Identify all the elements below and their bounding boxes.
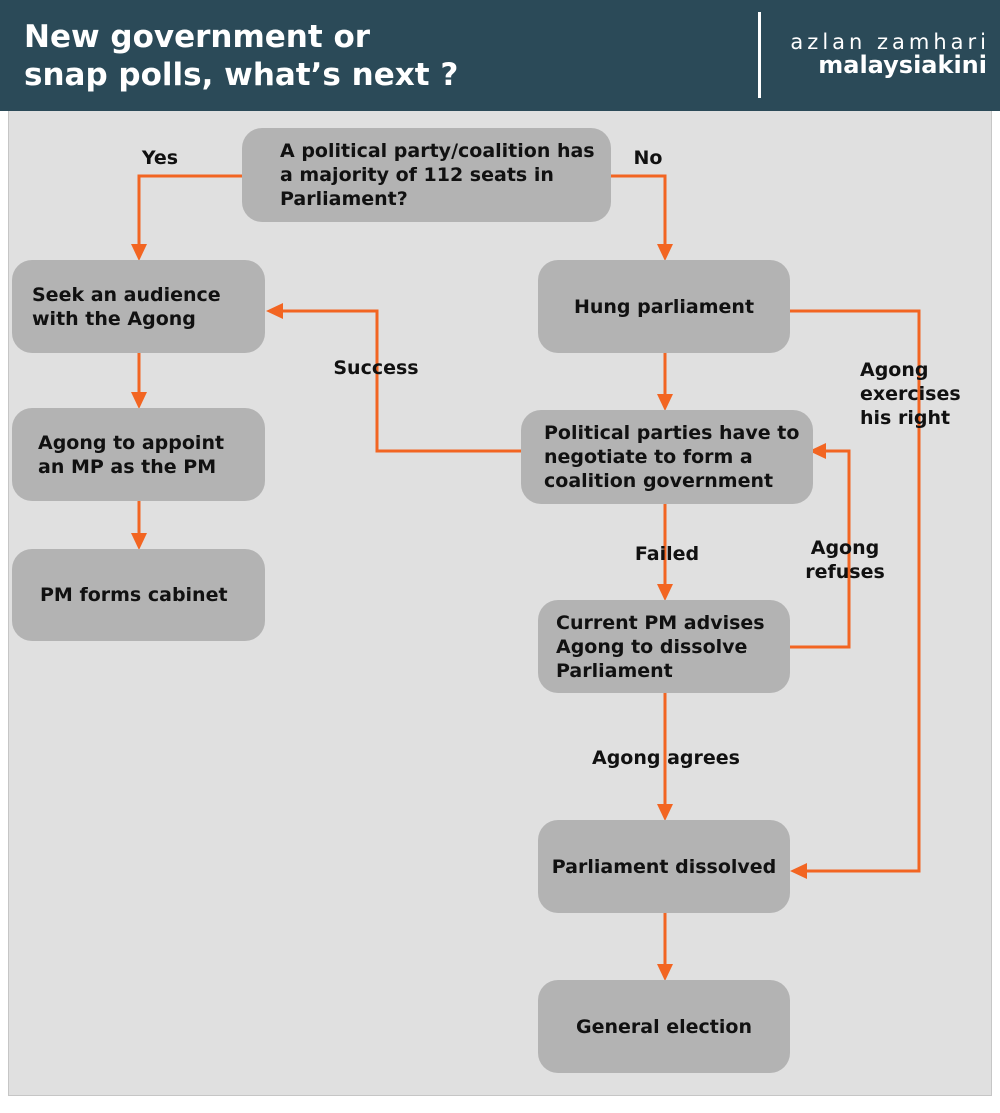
arrowhead <box>131 244 147 261</box>
title-line-1: New government or <box>24 19 371 55</box>
edge-label-agong-agrees: Agong agrees <box>592 747 740 769</box>
edge-success <box>281 309 521 453</box>
title-line-2: snap polls, what’s next ? <box>24 57 459 93</box>
node-general-election: General election <box>538 980 790 1073</box>
author-credit: azlan zamhari <box>790 30 990 54</box>
node-advise-dissolve: Current PM advises Agong to dissolve Par… <box>538 600 790 693</box>
node-seek-audience: Seek an audience with the Agong <box>12 260 265 353</box>
edge-label-no: No <box>633 147 663 169</box>
node-parliament-dissolved: Parliament dissolved <box>538 820 790 913</box>
arrowhead <box>809 443 826 459</box>
arrowhead <box>790 863 807 879</box>
edge-label-failed: Failed <box>634 543 700 565</box>
edge-agong-refuses <box>790 449 851 649</box>
arrowhead <box>657 394 673 411</box>
arrowhead <box>657 584 673 601</box>
edge-agong-exercises <box>790 309 921 873</box>
edge-yes <box>137 174 242 246</box>
node-majority-question: A political party/coalition has a majori… <box>242 128 611 222</box>
edge-label-yes: Yes <box>141 147 179 169</box>
arrowhead <box>131 533 147 550</box>
arrowhead <box>266 303 283 319</box>
arrowhead <box>657 244 673 261</box>
brand-logo-text: malaysiakini <box>818 51 987 79</box>
arrowhead <box>131 392 147 409</box>
node-negotiate: Political parties have to negotiate to f… <box>521 410 813 504</box>
edge-no <box>611 174 667 246</box>
node-hung-parliament: Hung parliament <box>538 260 790 353</box>
header-divider <box>758 12 761 98</box>
page-title: New government or snap polls, what’s nex… <box>24 18 584 94</box>
edge-label-agong-refuses: Agong refuses <box>805 537 885 583</box>
edge-label-success: Success <box>333 357 419 379</box>
edge-label-agong-exercises: Agong exercises his right <box>860 359 961 429</box>
header-banner: New government or snap polls, what’s nex… <box>0 0 1000 111</box>
arrowhead <box>657 804 673 821</box>
node-forms-cabinet: PM forms cabinet <box>12 549 265 641</box>
node-appoint-pm: Agong to appoint an MP as the PM <box>12 408 265 501</box>
arrowhead <box>657 964 673 981</box>
